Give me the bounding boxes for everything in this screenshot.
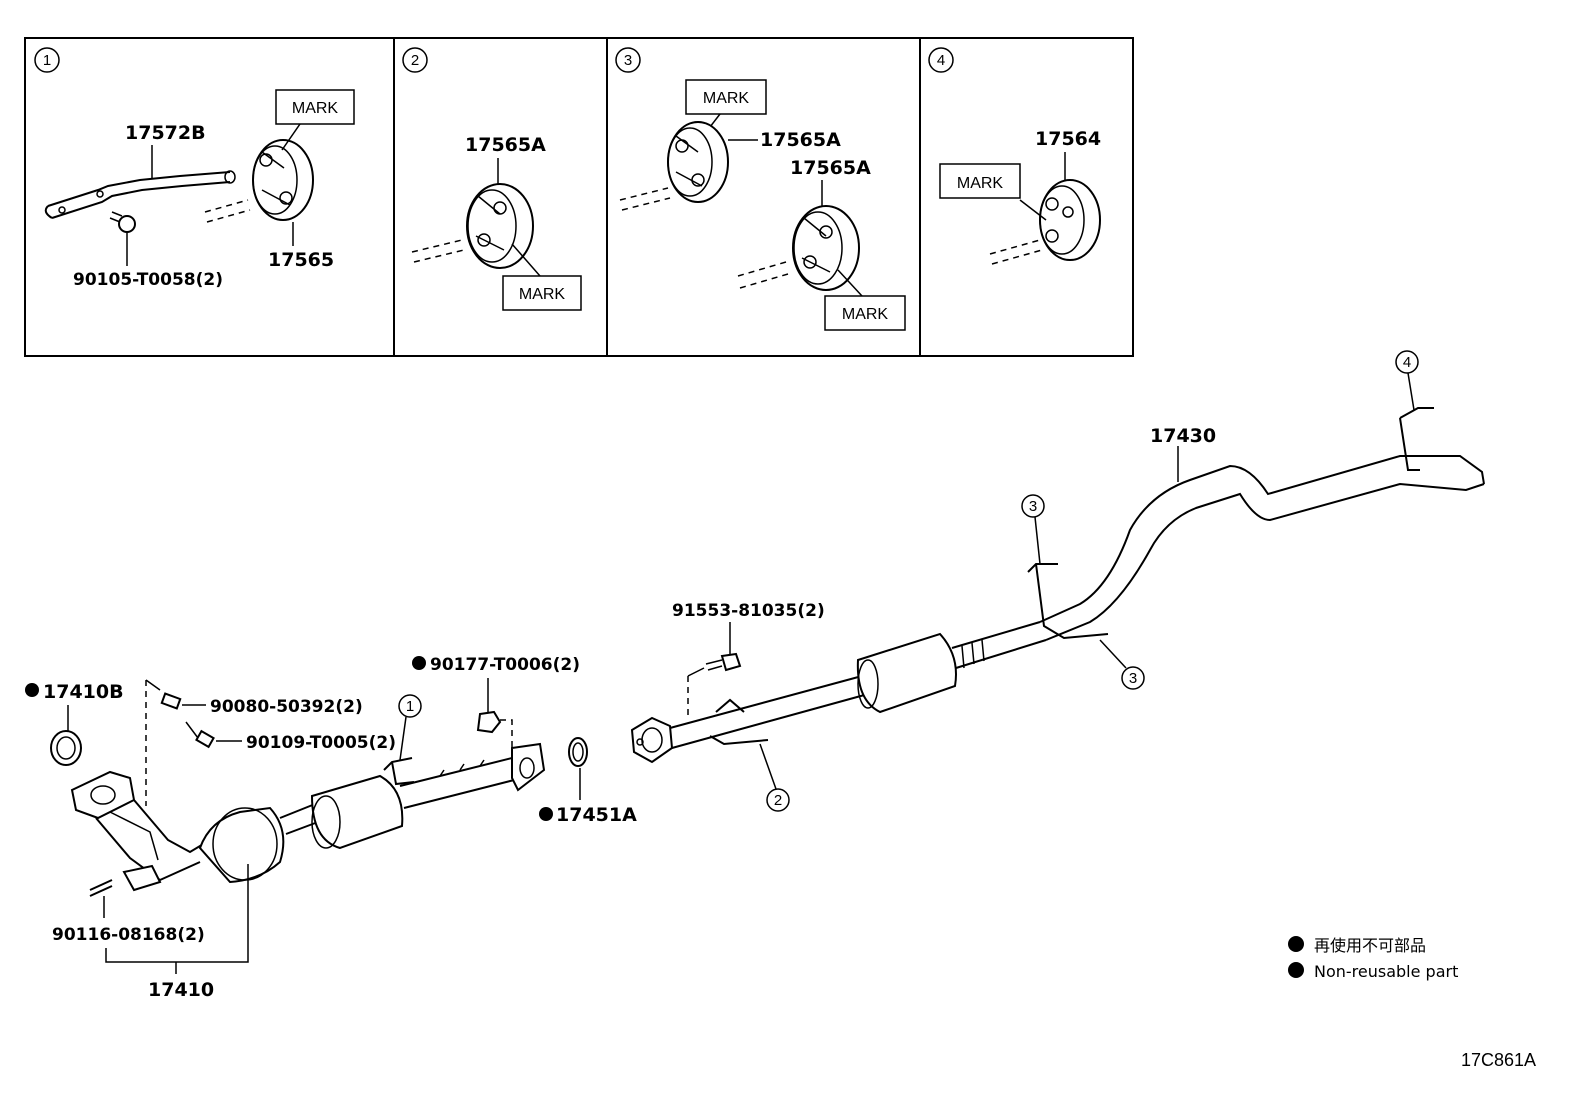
legend-line-japanese: 再使用不可部品 bbox=[1314, 936, 1426, 955]
part-label-17410B: 17410B bbox=[43, 681, 124, 703]
gasket-17410B: 17410B bbox=[25, 681, 124, 766]
callout-4: 4 bbox=[1395, 350, 1419, 411]
callout-1: 1 bbox=[398, 694, 422, 761]
panel-number: 2 bbox=[411, 52, 419, 69]
part-label-17572B: 17572B bbox=[125, 122, 206, 144]
studs-and-bolts: 90080-50392(2) 90109-T0005(2) 90116-0816… bbox=[52, 679, 396, 1001]
bolt-91553-81035: 91553-81035(2) bbox=[672, 601, 825, 718]
svg-text:3: 3 bbox=[1029, 498, 1037, 515]
part-label-90116-08168: 90116-08168(2) bbox=[52, 925, 205, 945]
part-label-17565A: 17565A bbox=[465, 134, 546, 156]
part-label-17565A: 17565A bbox=[760, 129, 841, 151]
mark-label: MARK bbox=[292, 100, 339, 117]
svg-text:2: 2 bbox=[774, 792, 782, 809]
part-label-91553-81035: 91553-81035(2) bbox=[672, 601, 825, 621]
front-pipe-17410 bbox=[70, 742, 546, 892]
nut-90177-T0006: 90177-T0006(2) bbox=[412, 655, 580, 750]
mark-label: MARK bbox=[703, 90, 750, 107]
panel-number: 3 bbox=[624, 52, 632, 69]
mark-label: MARK bbox=[957, 175, 1004, 192]
detail-panel-3: 3 MARK 17565A 17565A MARK bbox=[615, 47, 906, 331]
panel-number: 4 bbox=[937, 52, 945, 69]
gasket-17451A: 17451A bbox=[539, 737, 637, 826]
part-label-17565A: 17565A bbox=[790, 157, 871, 179]
mark-label: MARK bbox=[842, 306, 889, 323]
detail-panel-2: 2 17565A MARK bbox=[402, 47, 582, 311]
callout-3-upper: 3 bbox=[1021, 494, 1045, 565]
detail-panel-4: 4 17564 MARK bbox=[928, 47, 1101, 265]
diagram-code: 17C861A bbox=[1461, 1050, 1536, 1070]
callout-3-lower: 3 bbox=[1099, 639, 1145, 690]
panel-number: 1 bbox=[43, 52, 51, 69]
part-label-90177-T0006: 90177-T0006(2) bbox=[430, 655, 580, 675]
detail-panel-1: 1 17572B 90105-T0058(2) 17565 MARK bbox=[34, 47, 355, 290]
part-label-17451A: 17451A bbox=[556, 804, 637, 826]
mark-label: MARK bbox=[519, 286, 566, 303]
part-label-17564: 17564 bbox=[1035, 128, 1101, 150]
part-label-17410: 17410 bbox=[148, 979, 214, 1001]
callout-2: 2 bbox=[759, 743, 790, 812]
svg-text:1: 1 bbox=[406, 698, 414, 715]
svg-text:4: 4 bbox=[1403, 354, 1411, 371]
svg-text:3: 3 bbox=[1129, 670, 1137, 687]
part-label-90109-T0005: 90109-T0005(2) bbox=[246, 733, 396, 753]
detail-panels-frame bbox=[24, 37, 1134, 357]
part-label-90080-50392: 90080-50392(2) bbox=[210, 697, 363, 717]
part-label-90105-T0058: 90105-T0058(2) bbox=[73, 270, 223, 290]
legend-line-english: Non-reusable part bbox=[1314, 962, 1458, 981]
legend: 再使用不可部品 Non-reusable part bbox=[1288, 936, 1458, 981]
part-label-17430: 17430 bbox=[1150, 425, 1216, 447]
part-label-17565: 17565 bbox=[268, 249, 334, 271]
tail-pipe-17430: 17430 bbox=[630, 407, 1485, 764]
